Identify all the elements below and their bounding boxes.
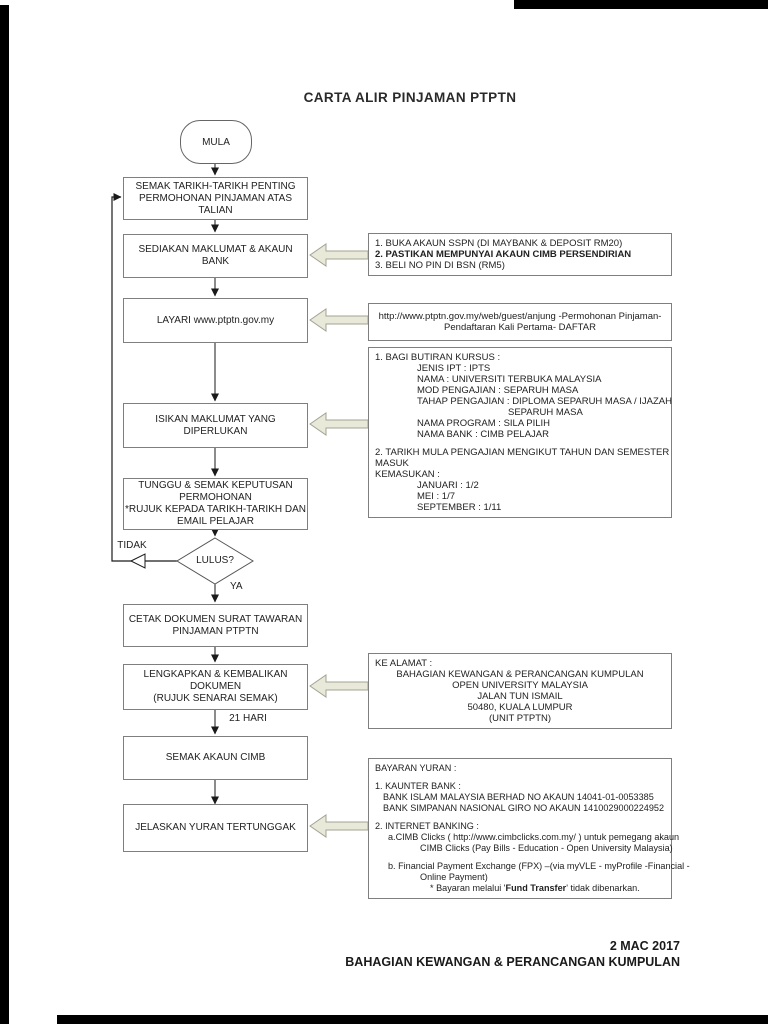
annotation-line: (UNIT PTPTN) (488, 713, 552, 724)
step-jelaskan-yuran-box: JELASKAN YURAN TERTUNGGAK (123, 804, 308, 852)
annotation-line: http://www.ptptn.gov.my/web/guest/anjung… (378, 311, 662, 322)
annotation-line: JANUARI : 1/2 (417, 480, 479, 491)
annotation-line: NAMA BANK : CIMB PELAJAR (417, 429, 549, 440)
block-arrow-url (309, 308, 369, 332)
annotation-line: NAMA PROGRAM : SILA PILIH (417, 418, 551, 429)
delay-label: 21 HARI (229, 713, 267, 724)
annotation-bayaran-yuran: BAYARAN YURAN : 1. KAUNTER BANK : BANK I… (368, 758, 690, 899)
fund-transfer-suffix: ' tidak dibenarkan. (566, 883, 640, 893)
annotation-line: Online Payment) (420, 872, 488, 882)
annotation-line: NAMA : UNIVERSITI TERBUKA MALAYSIA (417, 374, 602, 385)
decision-label: LULUS? (196, 555, 234, 566)
spacer (375, 854, 665, 861)
step-semak-tarikh-box: SEMAK TARIKH-TARIKH PENTING PERMOHONAN P… (123, 177, 308, 220)
annotation-line: 2. TARIKH MULA PENGAJIAN MENGIKUT TAHUN … (375, 447, 670, 458)
start-label: MULA (202, 136, 230, 148)
annotation-line: 50480, KUALA LUMPUR (467, 702, 573, 713)
decision-no-label: TIDAK (117, 540, 147, 551)
spacer (375, 774, 665, 781)
annotation-line: 3. BELI NO PIN DI BSN (RM5) (375, 260, 505, 271)
decision-yes-label: YA (230, 581, 243, 592)
decision-diamond-shape (176, 537, 254, 585)
annotation-line: 2. PASTIKAN MEMPUNYAI AKAUN CIMB PERSEND… (375, 249, 632, 260)
annotation-akaun-bank: 1. BUKA AKAUN SSPN (DI MAYBANK & DEPOSIT… (368, 233, 672, 276)
annotation-line: MOD PENGAJIAN : SEPARUH MASA (417, 385, 579, 396)
step-line: CETAK DOKUMEN SURAT TAWARAN (128, 613, 303, 625)
step-line: SEMAK TARIKH-TARIKH PENTING (135, 180, 296, 192)
annotation-line: KEMASUKAN : (375, 469, 440, 480)
annotation-line: Pendaftaran Kali Pertama- DAFTAR (444, 322, 596, 333)
step-line: TUNGGU & SEMAK KEPUTUSAN (138, 480, 293, 491)
footer-date: 2 MAC 2017 (609, 939, 680, 953)
fund-transfer-prefix: * Bayaran melalui ' (430, 883, 506, 893)
footer: 2 MAC 2017 BAHAGIAN KEWANGAN & PERANCANG… (345, 938, 680, 970)
block-arrow-bayaran (309, 814, 369, 838)
page-title: CARTA ALIR PINJAMAN PTPTN (303, 90, 517, 105)
page-edge-top (514, 0, 768, 9)
fund-transfer-bold: Fund Transfer (505, 883, 567, 893)
spacer (375, 814, 665, 821)
annotation-line: CIMB Clicks (Pay Bills - Education - Ope… (420, 843, 673, 853)
annotation-line: BANK ISLAM MALAYSIA BERHAD NO AKAUN 1404… (383, 792, 654, 802)
step-line: *RUJUK KEPADA TARIKH-TARIKH DAN (125, 504, 306, 515)
step-semak-akaun-cimb-box: SEMAK AKAUN CIMB (123, 736, 308, 780)
block-arrow-alamat (309, 674, 369, 698)
page-edge-bottom (57, 1015, 768, 1024)
annotation-line: 1. BUKA AKAUN SSPN (DI MAYBANK & DEPOSIT… (375, 238, 623, 249)
start-terminator: MULA (180, 120, 252, 164)
step-layari-box: LAYARI www.ptptn.gov.my (123, 298, 308, 343)
annotation-alamat: KE ALAMAT : BAHAGIAN KEWANGAN & PERANCAN… (368, 653, 672, 729)
step-line: ISIKAN MAKLUMAT YANG DIPERLUKAN (155, 413, 276, 437)
step-line: SEMAK AKAUN CIMB (165, 752, 266, 763)
annotation-line: MEI : 1/7 (417, 491, 456, 502)
step-cetak-dokumen-box: CETAK DOKUMEN SURAT TAWARAN PINJAMAN PTP… (123, 604, 308, 647)
block-arrow-butiran (309, 412, 369, 436)
annotation-line: JENIS IPT : IPTS (417, 363, 491, 374)
step-tunggu-semak-box: TUNGGU & SEMAK KEPUTUSAN PERMOHONAN *RUJ… (123, 478, 308, 530)
spacer (375, 440, 665, 447)
step-line: LAYARI www.ptptn.gov.my (156, 314, 275, 326)
annotation-line: 2. INTERNET BANKING : (375, 821, 479, 831)
step-line: JELASKAN YURAN TERTUNGGAK (135, 822, 296, 833)
annotation-url: http://www.ptptn.gov.my/web/guest/anjung… (368, 303, 672, 341)
annotation-line: BAYARAN YURAN : (375, 763, 457, 773)
footer-department: BAHAGIAN KEWANGAN & PERANCANGAN KUMPULAN (345, 955, 680, 969)
annotation-line: b. Financial Payment Exchange (FPX) –(vi… (388, 861, 690, 871)
step-lengkapkan-dokumen-box: LENGKAPKAN & KEMBALIKAN DOKUMEN (RUJUK S… (123, 664, 308, 710)
step-isikan-maklumat-box: ISIKAN MAKLUMAT YANG DIPERLUKAN (123, 403, 308, 448)
annotation-line: 1. KAUNTER BANK : (375, 781, 461, 791)
step-line: LENGKAPKAN & KEMBALIKAN DOKUMEN (143, 669, 288, 692)
annotation-butiran-kursus: 1. BAGI BUTIRAN KURSUS : JENIS IPT : IPT… (368, 347, 672, 518)
annotation-line: OPEN UNIVERSITY MALAYSIA (452, 680, 588, 691)
annotation-line: SEPTEMBER : 1/11 (417, 502, 502, 513)
annotation-line: BAHAGIAN KEWANGAN & PERANCANGAN KUMPULAN (396, 669, 644, 680)
annotation-line: TAHAP PENGAJIAN : DIPLOMA SEPARUH MASA /… (417, 396, 672, 407)
annotation-line: KE ALAMAT : (375, 658, 433, 669)
step-line: PERMOHONAN PINJAMAN ATAS TALIAN (139, 192, 292, 216)
block-arrows (309, 243, 369, 838)
step-line: PINJAMAN PTPTN (172, 625, 259, 637)
step-line: PERMOHONAN (179, 492, 252, 503)
step-line: EMAIL PELAJAR (177, 516, 254, 527)
block-arrow-akaun-bank (309, 243, 369, 267)
open-arrowhead-tidak (129, 553, 146, 569)
annotation-line: 1. BAGI BUTIRAN KURSUS : (375, 352, 501, 363)
step-line: (RUJUK SENARAI SEMAK) (153, 693, 278, 704)
annotation-line-fund-transfer: * Bayaran melalui 'Fund Transfer' tidak … (375, 883, 665, 894)
step-sediakan-maklumat-box: SEDIAKAN MAKLUMAT & AKAUN BANK (123, 234, 308, 278)
annotation-line: a.CIMB Clicks ( http://www.cimbclicks.co… (388, 832, 680, 842)
page-edge-left (0, 5, 9, 1024)
step-line: SEDIAKAN MAKLUMAT & AKAUN BANK (138, 244, 293, 267)
annotation-line: MASUK (375, 458, 409, 469)
annotation-line: BANK SIMPANAN NASIONAL GIRO NO AKAUN 141… (383, 803, 665, 813)
annotation-line: JALAN TUN ISMAIL (477, 691, 563, 702)
annotation-line: SEPARUH MASA (508, 407, 583, 418)
